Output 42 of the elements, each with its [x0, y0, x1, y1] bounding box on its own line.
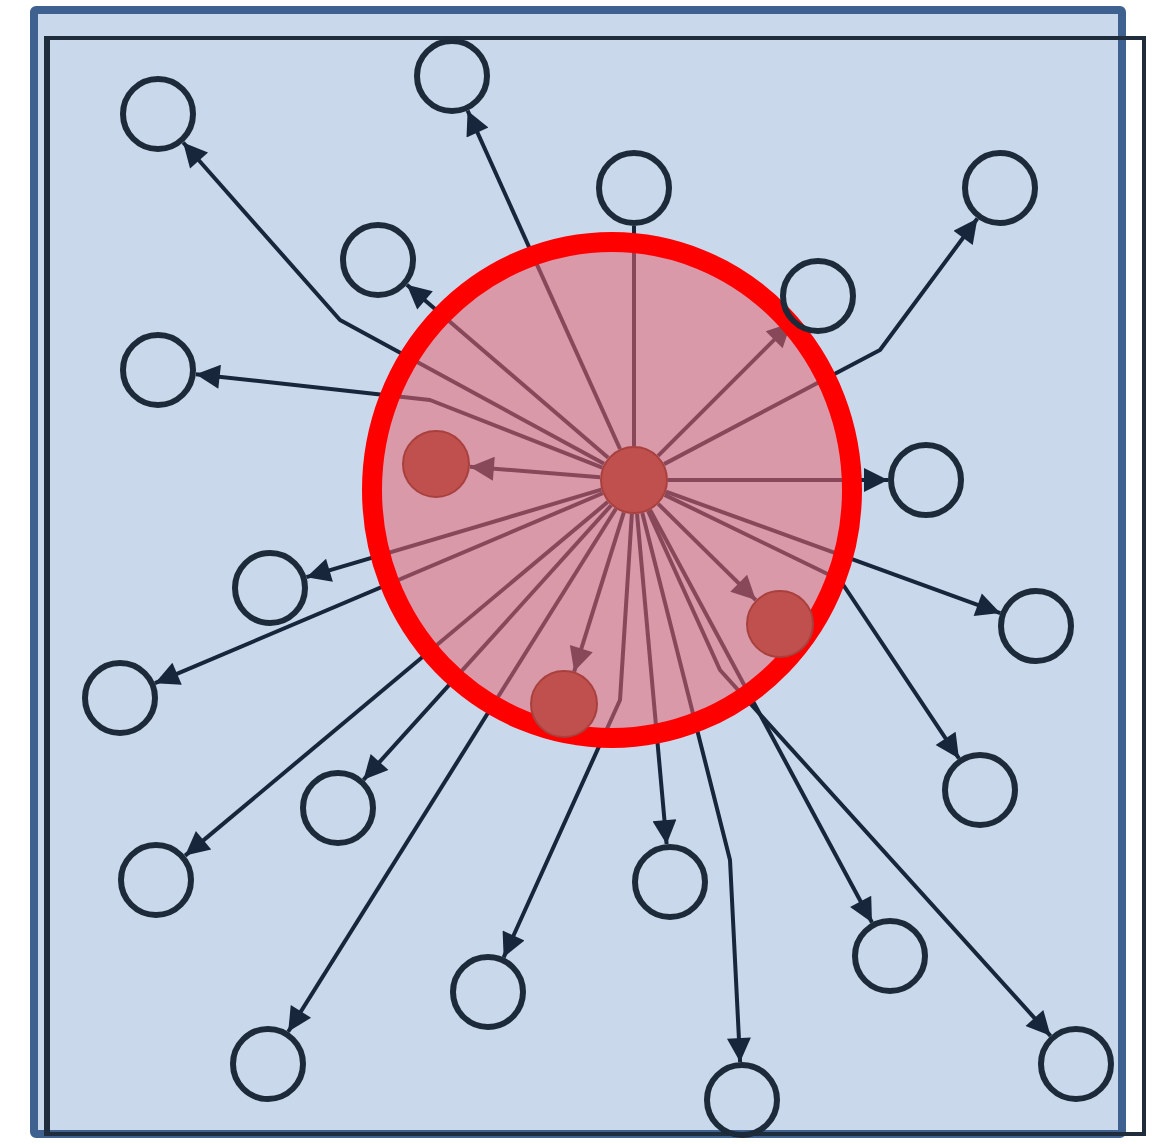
circle-node [998, 588, 1074, 664]
circle-node [120, 76, 196, 152]
arrow [635, 513, 677, 845]
circle-node [704, 1062, 780, 1138]
circle-node [1038, 1026, 1114, 1102]
arrow [663, 493, 961, 760]
circle-node [596, 150, 672, 226]
circle-node [942, 752, 1018, 828]
circle-node [780, 258, 856, 334]
arrow [501, 513, 634, 959]
circle-node [232, 550, 308, 626]
circle-node [962, 150, 1038, 226]
circle-node [82, 660, 158, 736]
arrow [469, 456, 601, 481]
circle-node [230, 1026, 306, 1102]
circle-node [450, 954, 526, 1030]
circle-node [340, 222, 416, 298]
arrow [569, 511, 626, 673]
arrow [668, 468, 888, 492]
arrow [656, 321, 793, 458]
circle-node [632, 844, 708, 920]
circle-node [118, 842, 194, 918]
arrow [646, 510, 1052, 1038]
arrow [640, 512, 751, 1063]
arrow [663, 217, 979, 466]
arrow [305, 487, 602, 582]
circle-node [414, 38, 490, 114]
arrow [665, 489, 1001, 617]
arrow [656, 502, 758, 602]
circle-node [888, 442, 964, 518]
arrow [361, 503, 613, 782]
circle-node [852, 918, 928, 994]
circle-node [120, 332, 196, 408]
arrow [286, 507, 618, 1033]
arrow [181, 141, 606, 466]
circle-node [300, 770, 376, 846]
arrow [648, 509, 874, 924]
arrow [465, 109, 622, 450]
arrow [183, 500, 610, 858]
arrow [154, 491, 604, 685]
arrow [195, 364, 604, 470]
arrow [405, 283, 610, 460]
